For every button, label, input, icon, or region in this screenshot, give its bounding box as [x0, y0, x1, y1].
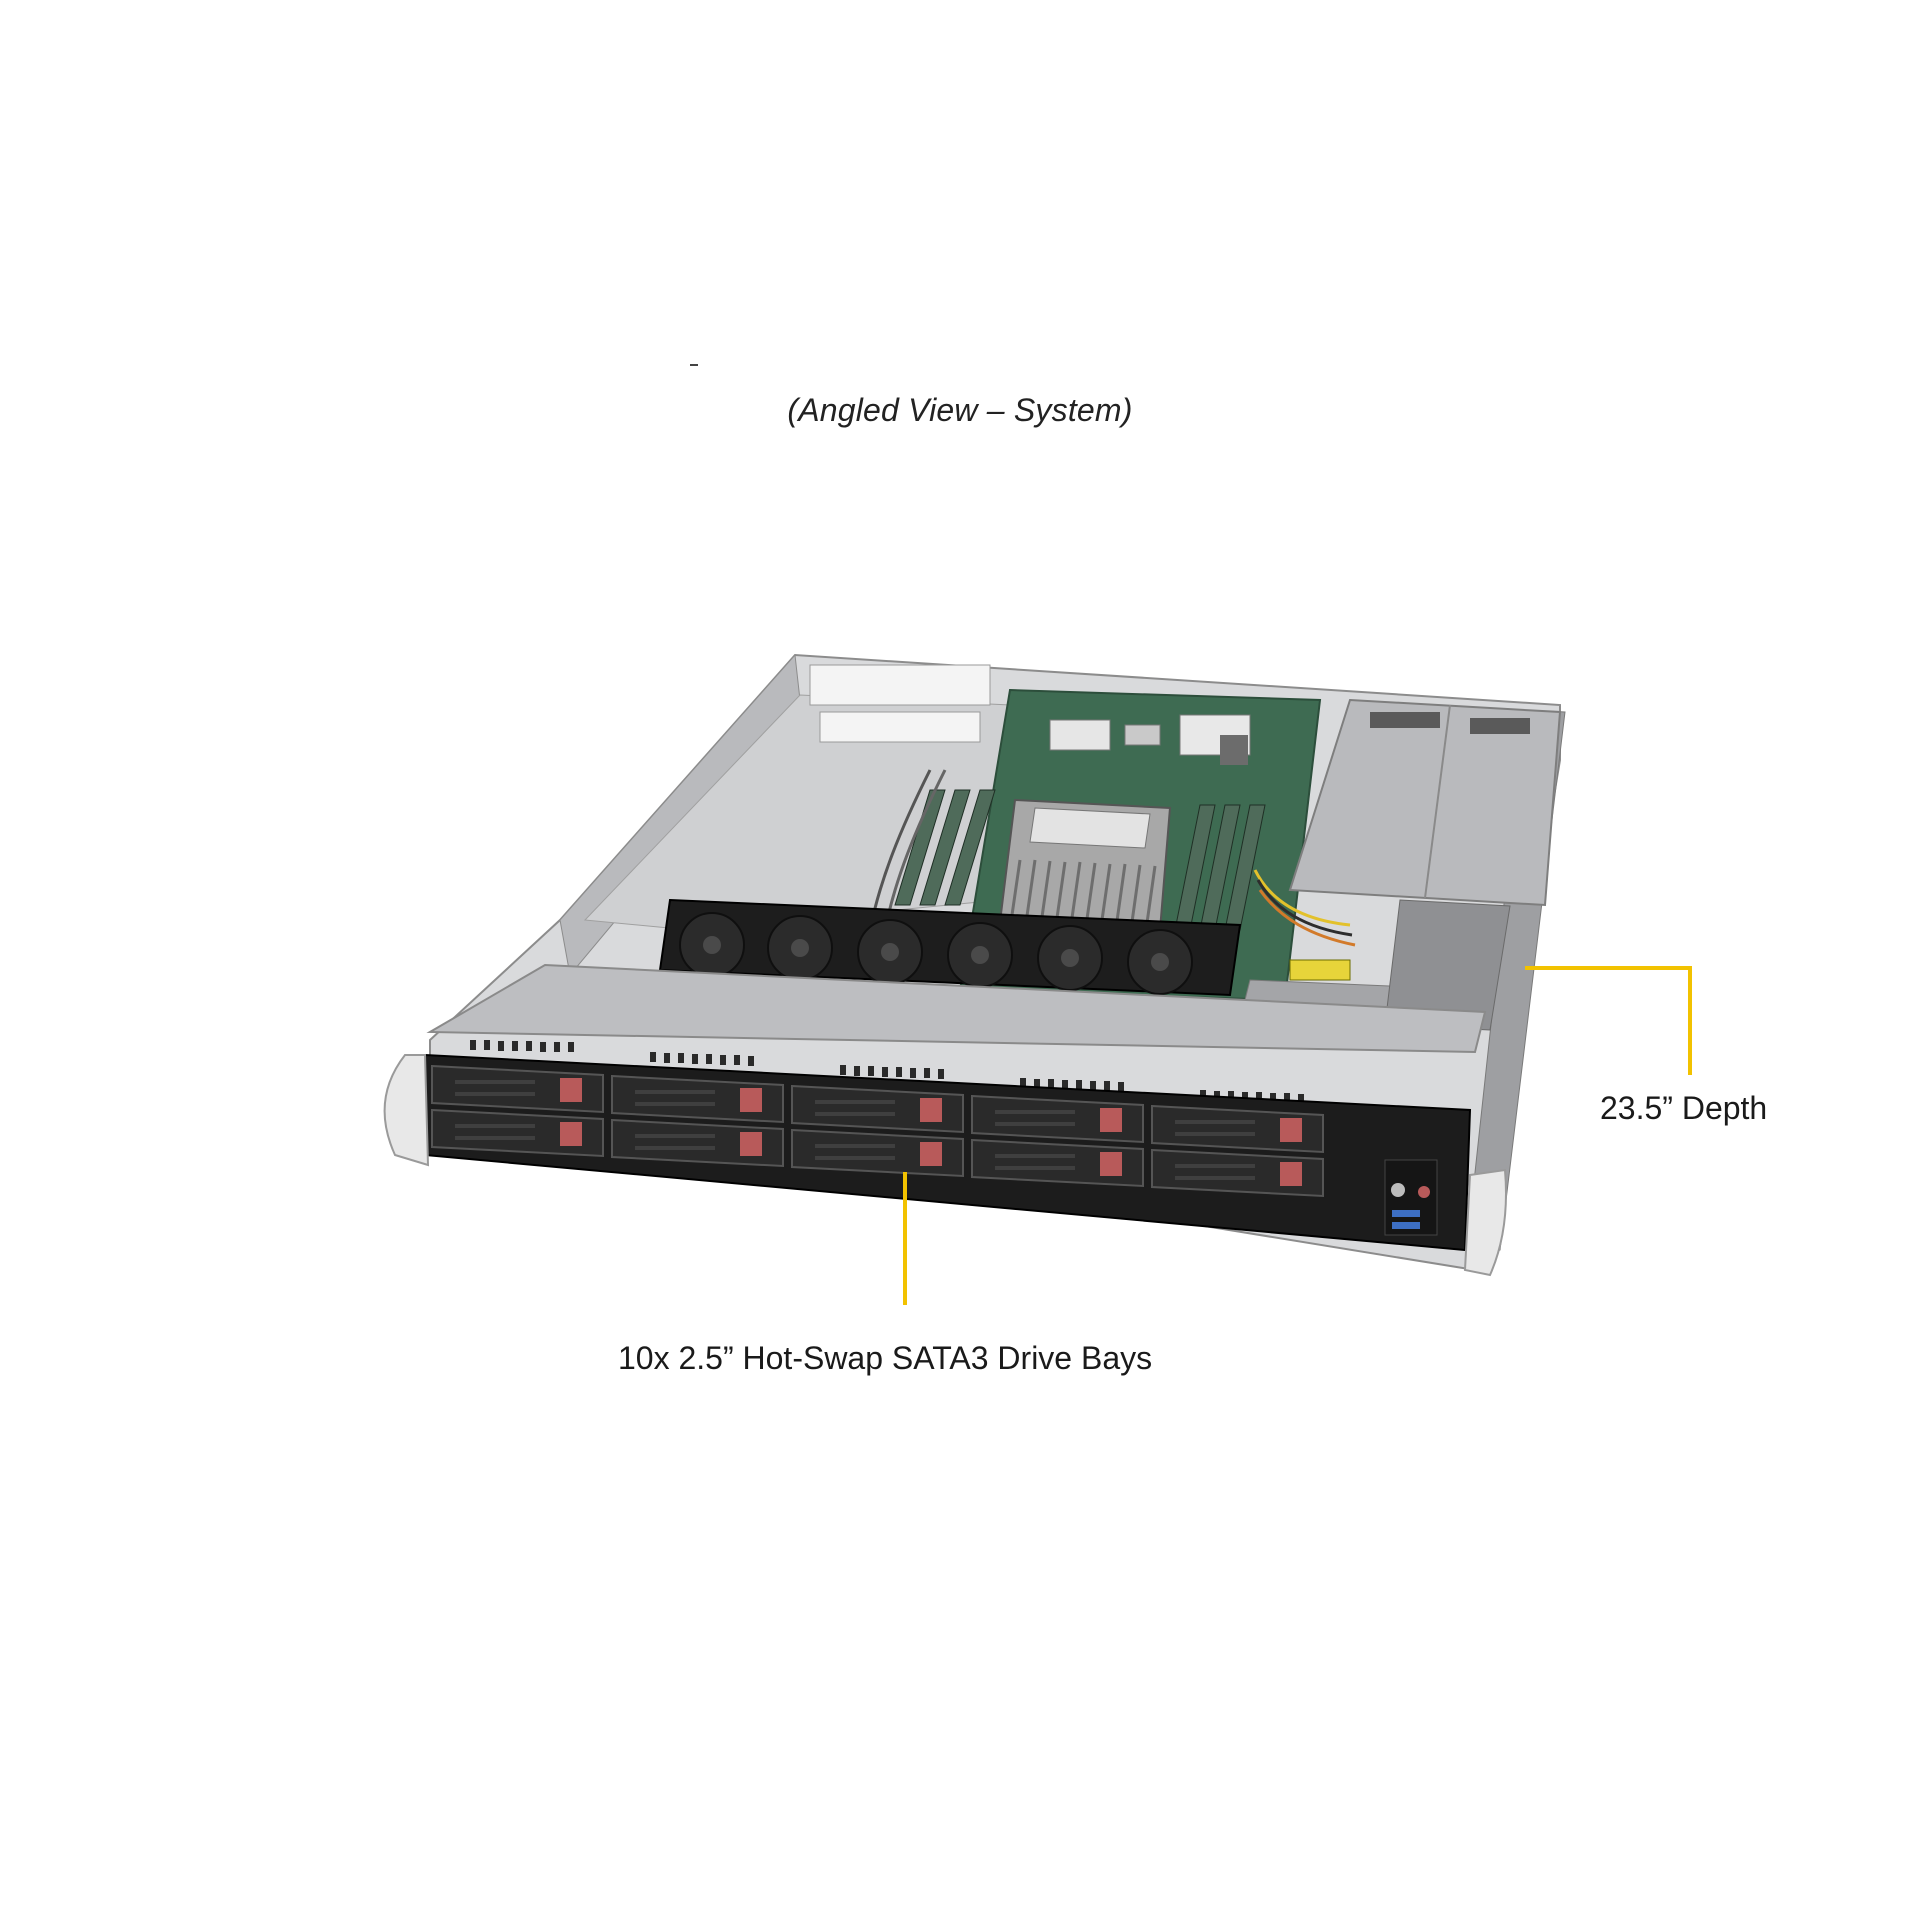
usb-port-icon — [1392, 1222, 1420, 1229]
depth-callout-line — [1525, 966, 1692, 1075]
usb-port-icon — [1392, 1210, 1420, 1217]
drive-bays-label: 10x 2.5” Hot-Swap SATA3 Drive Bays — [618, 1340, 1153, 1376]
cpu-heatsink — [998, 798, 1172, 932]
control-panel — [1384, 1159, 1438, 1236]
front-top-cover — [426, 963, 1487, 1104]
depth-label: 23.5” Depth — [1600, 1090, 1768, 1126]
power-button-icon — [1391, 1183, 1405, 1197]
figure-caption: (Angled View – System) — [787, 392, 1133, 428]
caption-dash — [690, 364, 698, 366]
drive-bays — [431, 1064, 1324, 1198]
reset-button-icon — [1418, 1186, 1430, 1198]
memory-modules — [894, 789, 1266, 931]
rack-ears — [383, 1054, 1507, 1277]
cooling-fans — [658, 898, 1242, 997]
drive-latches — [560, 1078, 1302, 1186]
power-supplies — [1239, 698, 1562, 1031]
